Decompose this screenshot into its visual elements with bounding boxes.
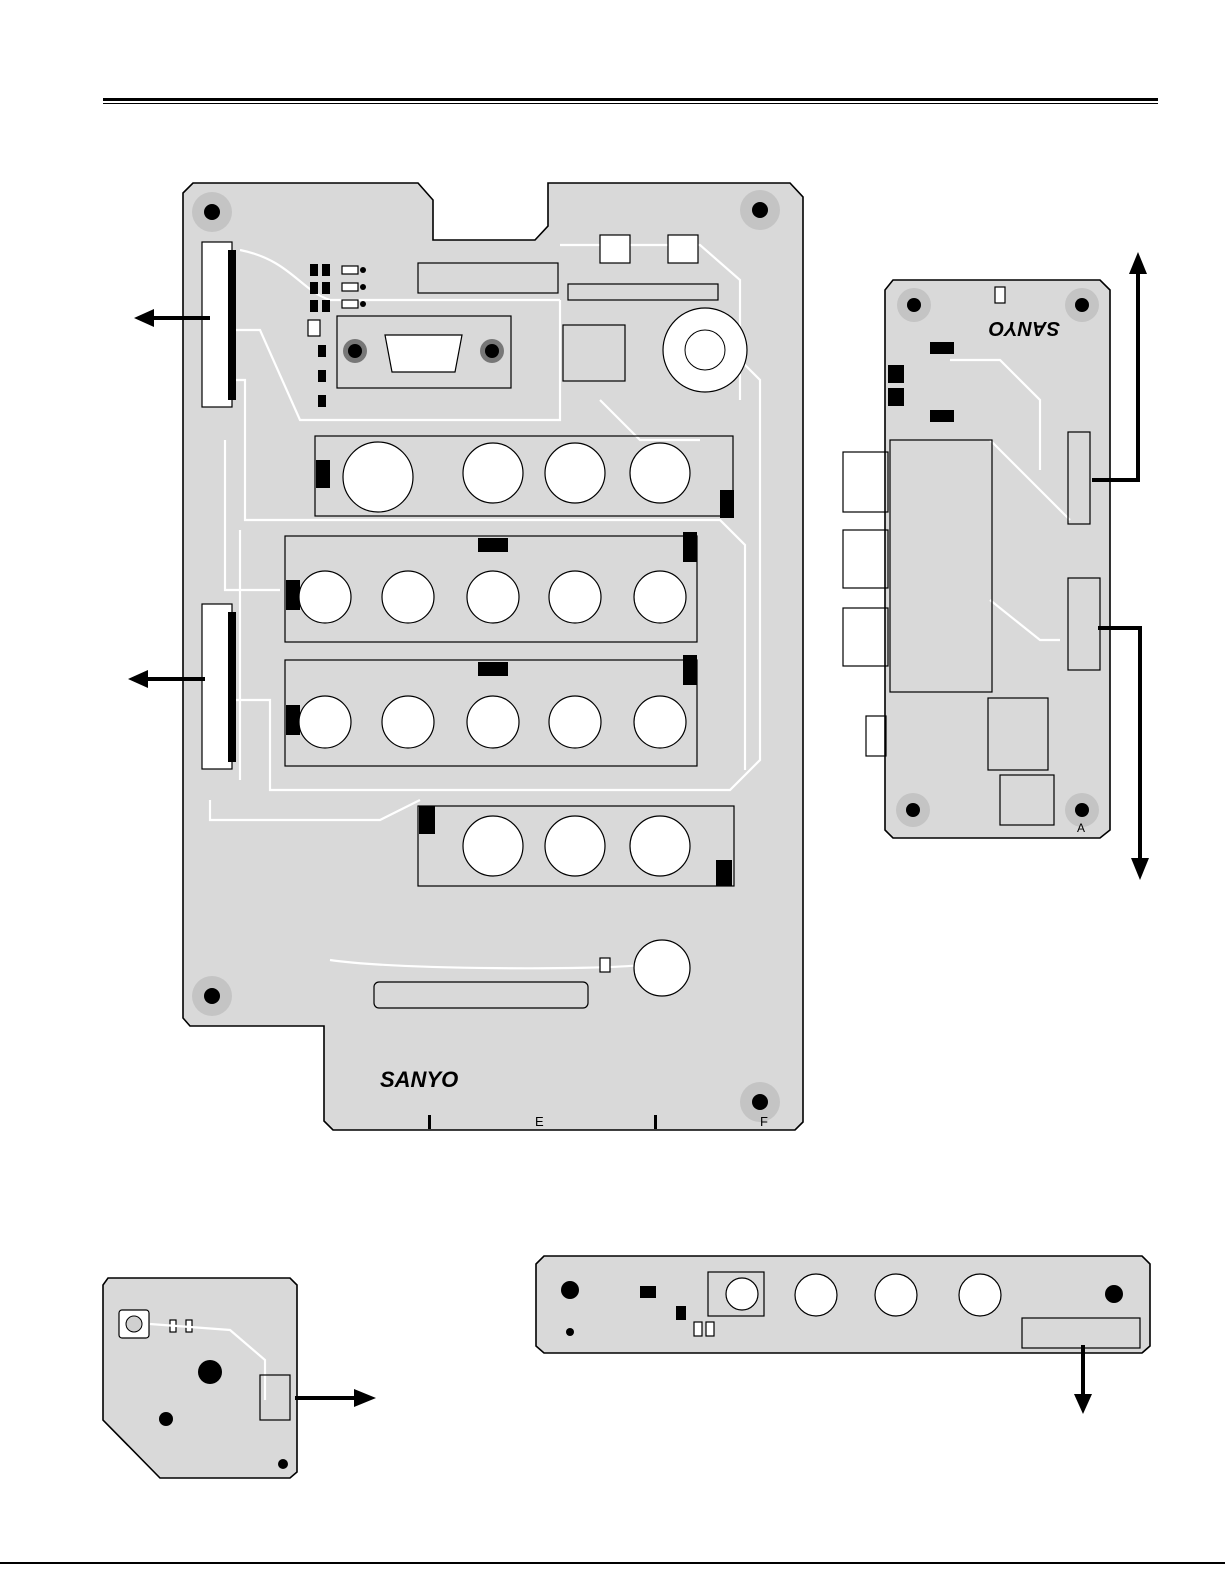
right-board-logo: SANYO [988,317,1060,339]
s-video-jack [343,442,413,512]
mounting-hole [561,1281,579,1299]
edge-mark-a: A [1077,821,1085,835]
connector-cn2 [202,604,236,769]
din-connector [663,308,747,392]
round-component [634,940,690,996]
led [795,1274,837,1316]
led [875,1274,917,1316]
led [959,1274,1001,1316]
rca-jack [545,443,605,503]
arrow-right [295,1389,376,1407]
connector-cn1 [202,242,236,407]
side-jack [866,716,886,756]
mounting-hole [192,976,232,1016]
edge-mark-e: E [535,1114,544,1129]
mounting-hole [897,288,931,322]
edge-mark-f: F [760,1114,768,1129]
mounting-hole [1065,288,1099,322]
rca-jack [463,443,523,503]
mounting-hole [1105,1285,1123,1303]
side-jack [843,608,888,666]
ic-chip [600,235,630,263]
arrow-down-led [1074,1345,1092,1414]
mounting-hole [192,192,232,232]
mounting-hole [896,793,930,827]
side-jack [843,530,888,588]
led-board [536,1256,1150,1353]
side-jack [843,452,888,512]
main-board-logo: SANYO [380,1067,458,1092]
mounting-hole [159,1412,173,1426]
switch-board [103,1278,297,1478]
rca-jack [630,443,690,503]
mounting-hole [740,190,780,230]
ic-chip [668,235,698,263]
mounting-hole [198,1360,222,1384]
right-board: SANYO A [843,280,1110,838]
main-board: SANYO E F [183,183,803,1130]
